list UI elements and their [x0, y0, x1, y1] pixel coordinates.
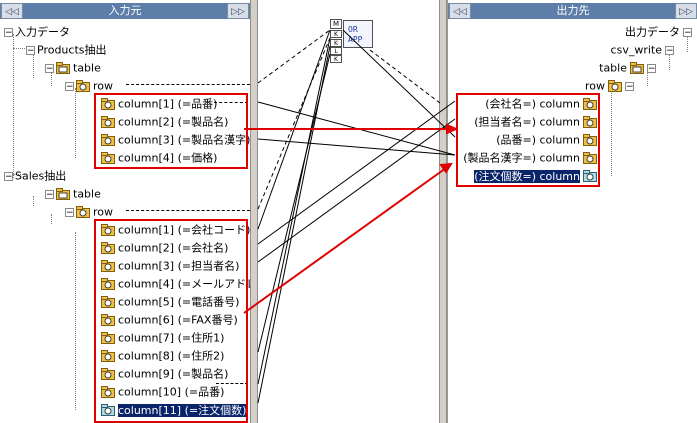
- table-folder-icon: [56, 188, 70, 200]
- target-pane: ◁◁ 出力先 ▷▷ 出力データ− csv_write− table− row− …: [447, 0, 697, 423]
- mapping-canvas[interactable]: OR APP M K K L K: [250, 0, 447, 423]
- column-icon: [101, 116, 115, 128]
- column-icon: [101, 386, 115, 398]
- highlight-box-sales: [94, 219, 248, 423]
- target-column[interactable]: (製品名漢字=) column: [463, 149, 600, 166]
- column-icon: [101, 152, 115, 164]
- tree-node-csv-write[interactable]: csv_write−: [610, 43, 674, 57]
- column-icon: [101, 134, 115, 146]
- source-column[interactable]: column[6] (=FAX番号): [101, 311, 238, 328]
- tree-node-products-row[interactable]: −row: [65, 79, 114, 93]
- source-column[interactable]: column[2] (=製品名): [101, 113, 228, 130]
- collapse-toggle[interactable]: −: [665, 45, 674, 56]
- tree-node-target-row[interactable]: row−: [584, 79, 634, 93]
- source-column[interactable]: column[3] (=製品名漢字): [101, 131, 250, 148]
- collapse-toggle[interactable]: −: [4, 171, 13, 182]
- target-pane-header: ◁◁ 出力先 ▷▷: [448, 3, 697, 19]
- source-pane-title: 入力元: [108, 4, 142, 17]
- source-column[interactable]: column[4] (=メールアドレス: [101, 275, 268, 292]
- row-folder-icon: [608, 80, 622, 92]
- collapse-toggle[interactable]: −: [625, 81, 634, 92]
- row-folder-icon: [76, 80, 90, 92]
- source-column[interactable]: column[5] (=電話番号): [101, 293, 239, 310]
- target-pane-title: 出力先: [556, 4, 590, 17]
- source-nav-next-button[interactable]: ▷▷: [227, 3, 249, 19]
- column-icon: [583, 134, 597, 146]
- tree-node-sales[interactable]: −Sales抽出: [4, 169, 67, 183]
- column-icon: [101, 242, 115, 254]
- source-column[interactable]: column[8] (=住所2): [101, 347, 224, 364]
- port-k1[interactable]: K: [330, 30, 342, 38]
- collapse-toggle[interactable]: −: [683, 27, 692, 38]
- collapse-toggle[interactable]: −: [45, 63, 54, 74]
- column-icon: [101, 98, 115, 110]
- source-column[interactable]: column[9] (=製品名): [101, 365, 228, 382]
- row-folder-icon: [76, 206, 90, 218]
- column-icon: [101, 278, 115, 290]
- column-icon: [101, 314, 115, 326]
- port-k2[interactable]: K: [330, 39, 342, 47]
- collapse-toggle[interactable]: −: [45, 189, 54, 200]
- source-column[interactable]: column[3] (=担当者名): [101, 257, 239, 274]
- tree-node-sales-table[interactable]: −table: [45, 187, 101, 201]
- tree-node-products[interactable]: −Products抽出: [26, 43, 107, 57]
- column-icon: [101, 296, 115, 308]
- port-m[interactable]: M: [330, 19, 342, 29]
- column-icon: [583, 98, 597, 110]
- column-icon: [101, 404, 115, 416]
- source-column-selected[interactable]: column[11] (=注文個数): [101, 401, 247, 418]
- source-column[interactable]: column[1] (=品番): [101, 95, 217, 112]
- table-folder-icon: [56, 62, 70, 74]
- tree-node-target-table[interactable]: table−: [599, 61, 656, 75]
- right-splitter[interactable]: [439, 0, 447, 423]
- source-nav-prev-button[interactable]: ◁◁: [1, 3, 23, 19]
- source-column[interactable]: column[4] (=価格): [101, 149, 217, 166]
- target-tree: 出力データ− csv_write− table− row− (会社名=) col…: [448, 20, 697, 420]
- tree-node-products-table[interactable]: −table: [45, 61, 101, 75]
- source-tree: −入力データ −Products抽出 −table −row column[1]…: [0, 20, 268, 423]
- tree-node-input-data[interactable]: −入力データ: [4, 25, 70, 39]
- tree-node-output-data[interactable]: 出力データ−: [625, 25, 692, 39]
- collapse-toggle[interactable]: −: [26, 45, 35, 56]
- table-folder-icon: [630, 62, 644, 74]
- target-column[interactable]: (担当者名=) column: [474, 113, 600, 130]
- target-column-selected[interactable]: (注文個数=) column: [474, 167, 600, 184]
- column-icon: [101, 260, 115, 272]
- target-nav-next-button[interactable]: ▷▷: [675, 3, 697, 19]
- column-icon: [101, 224, 115, 236]
- column-icon: [101, 350, 115, 362]
- column-icon: [101, 332, 115, 344]
- port-k3[interactable]: K: [330, 55, 342, 63]
- target-nav-prev-button[interactable]: ◁◁: [449, 3, 471, 19]
- target-column[interactable]: (会社名=) column: [485, 95, 600, 112]
- source-pane-header: ◁◁ 入力元 ▷▷: [0, 3, 250, 19]
- column-icon: [583, 170, 597, 182]
- or-app-function-block[interactable]: OR APP: [343, 20, 373, 48]
- collapse-toggle[interactable]: −: [647, 63, 656, 74]
- column-icon: [583, 152, 597, 164]
- highlight-box-target: [456, 93, 600, 187]
- source-column[interactable]: column[10] (=品番): [101, 383, 224, 400]
- source-column[interactable]: column[7] (=住所1): [101, 329, 224, 346]
- port-l[interactable]: L: [330, 47, 342, 55]
- source-column[interactable]: column[2] (=会社名): [101, 239, 228, 256]
- collapse-toggle[interactable]: −: [4, 27, 13, 38]
- source-pane: ◁◁ 入力元 ▷▷ −入力データ −Products抽出 −table −row: [0, 0, 268, 423]
- highlight-box-products: [94, 93, 248, 169]
- column-icon: [101, 368, 115, 380]
- tree-node-sales-row[interactable]: −row: [65, 205, 114, 219]
- collapse-toggle[interactable]: −: [65, 207, 74, 218]
- column-icon: [583, 116, 597, 128]
- left-splitter[interactable]: [250, 0, 258, 423]
- target-column[interactable]: (品番=) column: [496, 131, 600, 148]
- source-column[interactable]: column[1] (=会社コード): [101, 221, 250, 238]
- collapse-toggle[interactable]: −: [65, 81, 74, 92]
